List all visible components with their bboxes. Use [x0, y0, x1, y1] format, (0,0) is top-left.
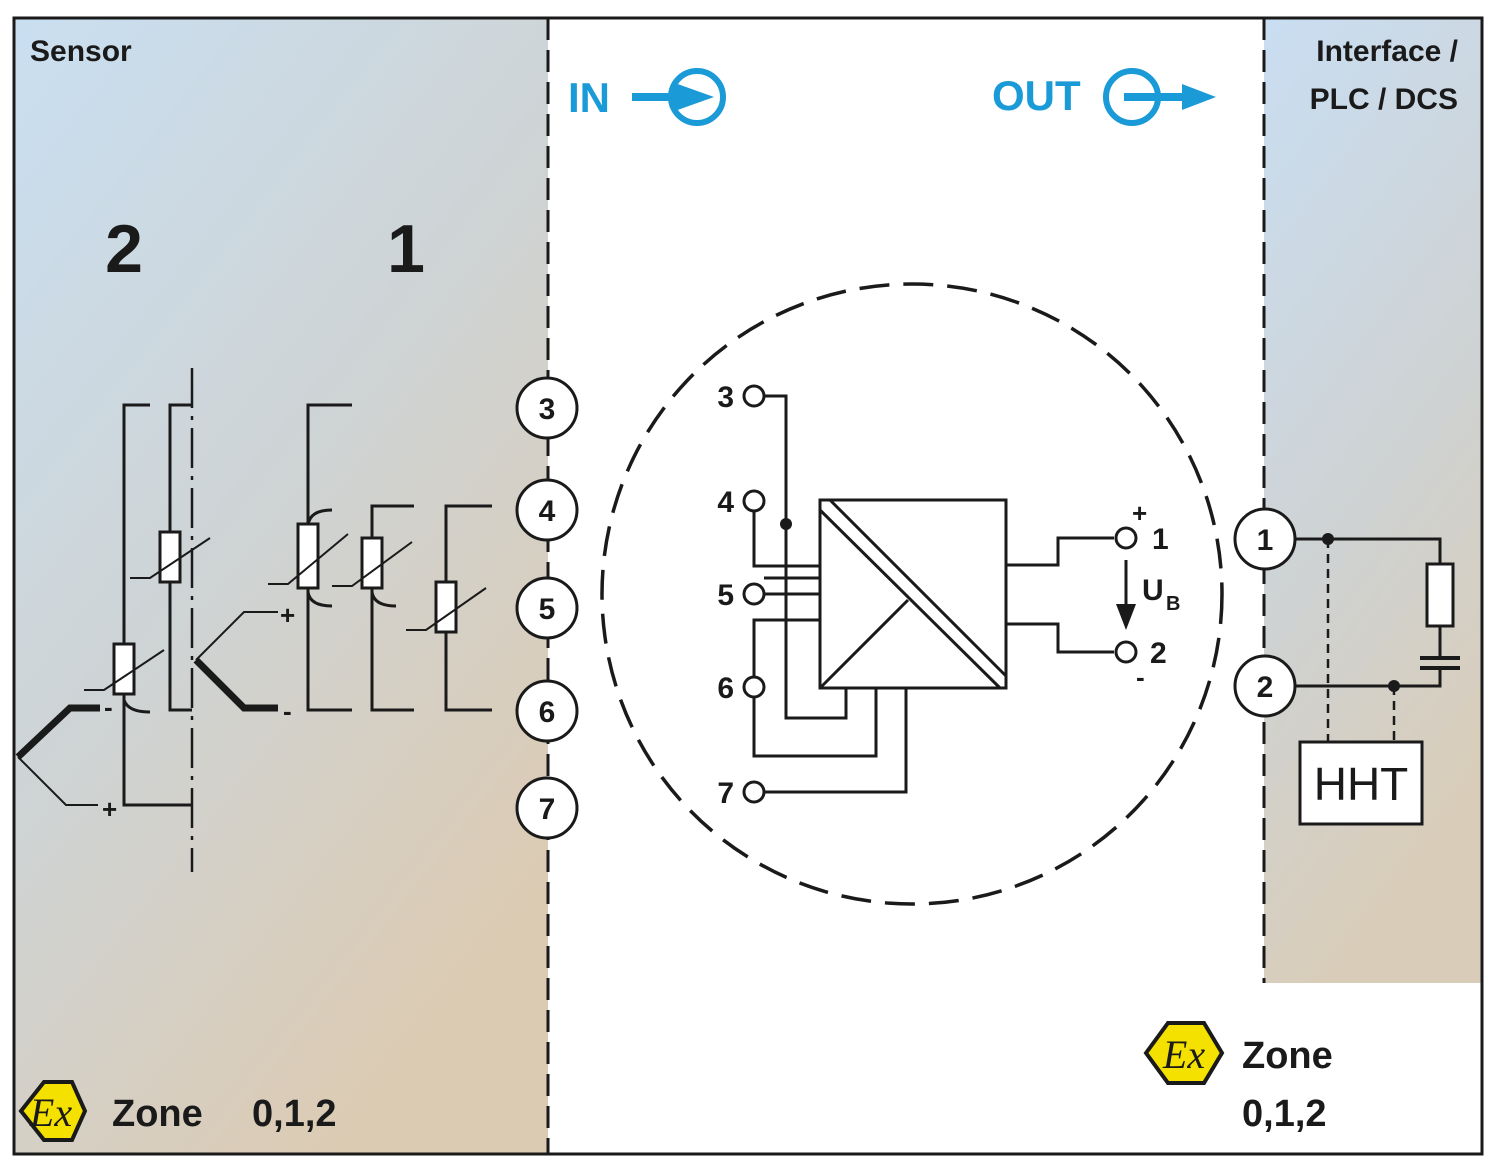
zone-right-value: 0,1,2 [1242, 1093, 1327, 1135]
input-terminal-6-label: 6 [539, 696, 556, 729]
converter-block-icon [818, 498, 1008, 690]
zone-left-value: 0,1,2 [252, 1093, 337, 1135]
zone-left-word: Zone [112, 1093, 203, 1135]
ex-right-symbol: Ex [1162, 1032, 1205, 1077]
input-terminal-7: 7 [515, 776, 579, 840]
input-terminal-5-label: 5 [539, 593, 556, 626]
input-terminal-3: 3 [515, 376, 579, 440]
input-terminal-5: 5 [515, 576, 579, 640]
ex-right-icon: Ex [1143, 1021, 1225, 1085]
outer-frame [12, 16, 1484, 1156]
output-terminal-1: 1 [1233, 507, 1297, 571]
module-boundary [600, 282, 1224, 906]
tc1-minus-sign: - [283, 696, 292, 726]
sensor-variant-1: 1 [387, 211, 425, 287]
module-output-1-label: 1 [1152, 523, 1169, 556]
output-terminal-2: 2 [1233, 654, 1297, 718]
interface-zone [1264, 18, 1482, 983]
sensor-variant-1-wiring [193, 403, 492, 712]
module-output-plus-sign: + [1132, 498, 1147, 528]
sensor-title: Sensor [30, 35, 132, 68]
interface-title-line2: PLC / DCS [1310, 83, 1458, 116]
load-resistor-icon [1425, 562, 1455, 628]
module-input-5-label: 5 [717, 579, 734, 612]
hht-box: HHT [1298, 740, 1424, 826]
module-input-6-label: 6 [717, 672, 734, 705]
out-arrow-icon [1103, 68, 1216, 126]
ub-subscript: B [1166, 593, 1180, 615]
module-internal-wiring [752, 394, 1128, 794]
output-terminal-2-label: 2 [1257, 671, 1274, 704]
ex-left-symbol: Ex [29, 1090, 72, 1135]
zone-right-word: Zone [1242, 1035, 1333, 1077]
module-input-3-label: 3 [717, 381, 734, 414]
output-wiring [1296, 537, 1460, 742]
module-output-minus-sign: - [1136, 662, 1145, 692]
sensor-variant-2: 2 [105, 211, 143, 287]
module-input-4-label: 4 [717, 486, 734, 519]
module-output-2-label: 2 [1150, 637, 1167, 670]
tc2-minus-sign: - [104, 692, 113, 722]
input-terminal-3-label: 3 [539, 393, 556, 426]
input-terminal-4-label: 4 [539, 495, 556, 528]
interface-title-line1: Interface / [1316, 35, 1458, 68]
module-input-7-label: 7 [717, 777, 734, 810]
input-terminal-6: 6 [515, 679, 579, 743]
out-label: OUT [992, 72, 1081, 119]
output-junction-dot-1 [1322, 533, 1334, 545]
sensor-zone [14, 18, 548, 1154]
sensor-variant-2-wiring [15, 368, 211, 872]
input-terminal-4: 4 [515, 478, 579, 542]
in-label: IN [568, 74, 610, 121]
junction-dot [780, 518, 792, 530]
tc2-plus-sign: + [102, 794, 117, 824]
ub-label: U [1142, 574, 1164, 607]
tc1-plus-sign: + [280, 600, 295, 630]
in-arrow-icon [632, 68, 726, 126]
ub-arrow-icon [1116, 604, 1136, 630]
input-terminal-7-label: 7 [539, 793, 556, 826]
ex-left-icon: Ex [18, 1080, 88, 1142]
module-input-circles [742, 384, 1138, 804]
hht-label: HHT [1314, 758, 1409, 810]
output-junction-dot-2 [1388, 680, 1400, 692]
output-terminal-1-label: 1 [1257, 524, 1274, 557]
